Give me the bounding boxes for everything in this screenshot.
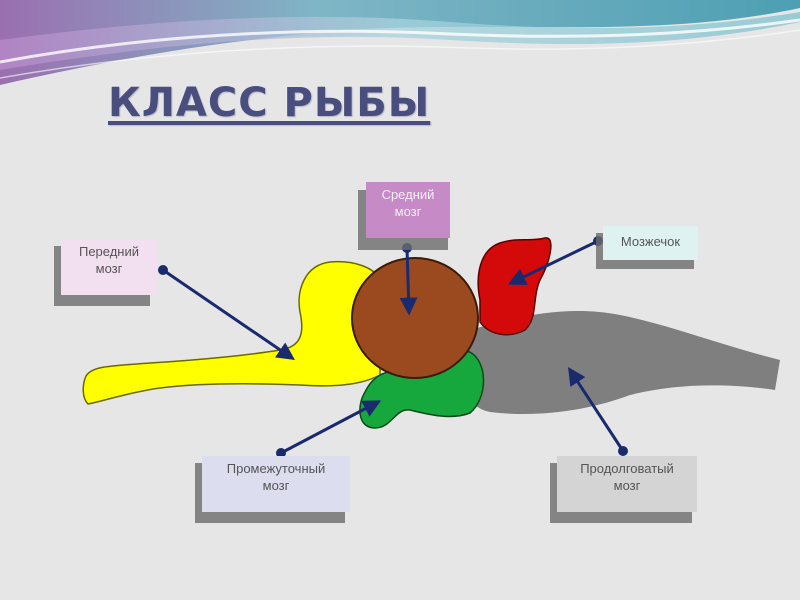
cerebellum-shape	[477, 237, 552, 336]
cerebellum-label: Мозжечок	[603, 226, 698, 260]
forebrain-label: Передний мозг	[61, 239, 157, 295]
forebrain-shape	[82, 260, 381, 405]
page-title: КЛАСС РЫБЫ	[108, 80, 431, 126]
midbrain-label: Средний мозг	[366, 182, 450, 238]
forebrain-arrow	[158, 265, 295, 361]
midbrain-shape	[351, 257, 479, 379]
diencephalon-label: Промежуточный мозг	[202, 456, 350, 512]
diencephalon-arrow	[276, 400, 382, 458]
medulla-arrow	[568, 366, 628, 456]
header-wave-banner	[0, 0, 800, 100]
medulla-shape	[461, 310, 780, 415]
medulla-label: Продолговатый мозг	[557, 456, 697, 512]
